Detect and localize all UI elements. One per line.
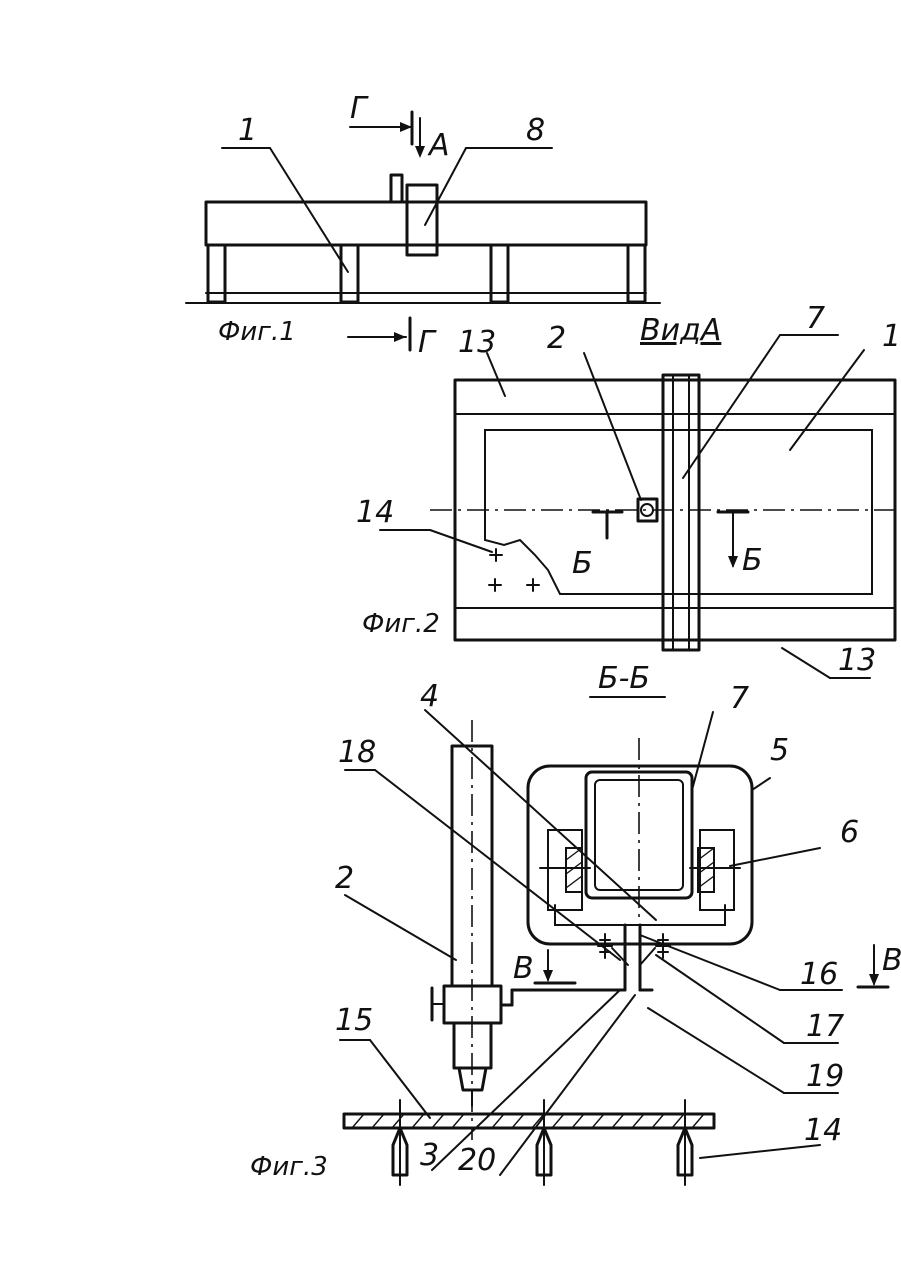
fig2-view-title: ВидА: [640, 313, 721, 348]
fig3-label-3: 3: [420, 1138, 439, 1173]
fig2-label-13-right: 13: [882, 319, 901, 354]
fig3-label-7: 7: [730, 681, 749, 716]
fig2-caption: Фиг.2: [362, 609, 440, 639]
fig3-label-20: 20: [458, 1143, 496, 1178]
fig3-label-18: 18: [338, 735, 376, 770]
fig2-section-letter-right: Б: [742, 543, 763, 578]
fig2-label-13-bottom: 13: [838, 643, 876, 678]
fig2-section-letter-left: Б: [572, 546, 593, 581]
fig3-label-19: 19: [806, 1059, 844, 1094]
fig2-label-14: 14: [356, 495, 394, 530]
fig3-label-14: 14: [804, 1113, 842, 1148]
fig3-workpiece-hatching: [352, 1114, 704, 1128]
fig1-label-1: 1: [238, 113, 257, 148]
fig3-label-4: 4: [420, 679, 439, 714]
fig3-label-17: 17: [806, 1009, 844, 1044]
fig3-label-16: 16: [800, 957, 838, 992]
fig2-label-13-top: 13: [458, 325, 496, 360]
fig1-gantry-side-view: 1 8 Г А Г Фиг.1: [186, 91, 660, 360]
fig3-label-6: 6: [840, 815, 859, 850]
fig3-section-view: Б-Б: [250, 661, 901, 1185]
fig2-label-2: 2: [547, 321, 566, 356]
fig3-section-letter-left: В: [513, 951, 534, 986]
fig1-section-letter-bottom: Г: [418, 325, 437, 360]
fig1-section-letter-top: Г: [350, 91, 369, 126]
fig3-label-2: 2: [335, 861, 354, 896]
fig1-view-letter: А: [427, 128, 450, 163]
fig1-label-8: 8: [526, 113, 545, 148]
fig3-caption: Фиг.3: [250, 1152, 328, 1182]
fig1-caption: Фиг.1: [218, 317, 296, 347]
fig3-section-title: Б-Б: [598, 661, 650, 696]
fig3-label-15: 15: [335, 1003, 373, 1038]
fig3-spring-left: [598, 934, 612, 958]
fig3-section-letter-right: В: [882, 943, 901, 978]
fig2-label-7: 7: [806, 301, 825, 336]
fig2-support-marks: [489, 549, 539, 591]
fig2-plan-view: 13 2 7 13 13 14 Б Б ВидА Фиг.2: [356, 301, 901, 678]
fig3-label-5: 5: [770, 733, 789, 768]
